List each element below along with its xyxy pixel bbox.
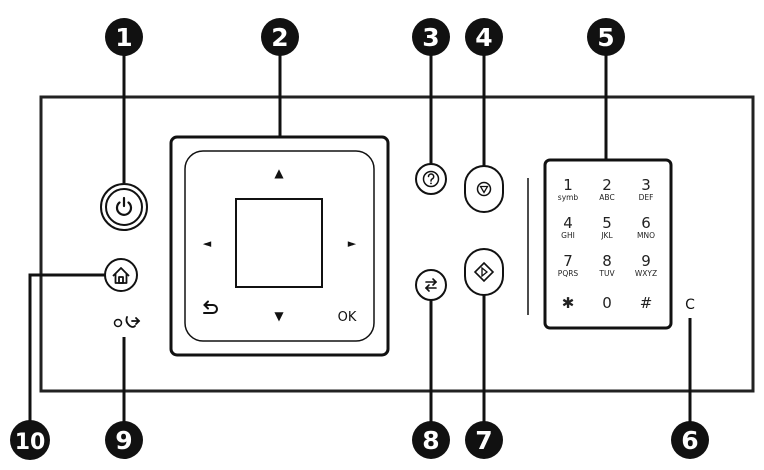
- keypad-key-11[interactable]: 0: [602, 294, 612, 312]
- keypad-key-number: 0: [602, 294, 612, 312]
- keypad-key-number: 5: [602, 214, 612, 232]
- callout-number: 3: [422, 23, 439, 52]
- home-button[interactable]: [104, 258, 138, 292]
- callout-badge-1: 1: [105, 18, 143, 56]
- stop-button[interactable]: [464, 165, 504, 213]
- start-icon: [473, 261, 495, 283]
- keypad-key-letters: JKL: [600, 231, 613, 240]
- callout-badge-9: 9: [105, 421, 143, 459]
- numeric-keypad: 1symb2ABC3DEF4GHI5JKL6MNO7PQRS8TUV9WXYZ✱…: [543, 158, 673, 330]
- callout-number: 8: [422, 426, 439, 455]
- home-icon: [112, 267, 130, 284]
- callout-badge-7: 7: [465, 421, 503, 459]
- keypad-key-number: 1: [563, 176, 573, 194]
- keypad-key-number: 6: [641, 214, 651, 232]
- keypad-key-letters: PQRS: [558, 269, 579, 278]
- callout-number: 4: [475, 23, 492, 52]
- clear-button[interactable]: C: [685, 297, 695, 313]
- start-button[interactable]: [464, 248, 504, 296]
- callout-badge-4: 4: [465, 18, 503, 56]
- left-button[interactable]: ◄: [203, 237, 212, 250]
- callout-line-10: [28, 273, 105, 422]
- panel-outline: [39, 95, 755, 393]
- keypad-key-letters: symb: [558, 193, 579, 202]
- keypad-key-number: 4: [563, 214, 573, 232]
- help-icon: [422, 170, 440, 188]
- back-icon: [203, 300, 218, 314]
- fax-icon: [125, 316, 141, 328]
- help-button[interactable]: [415, 163, 447, 195]
- keypad-key-letters: MNO: [637, 231, 655, 240]
- keypad-key-12[interactable]: #: [640, 294, 653, 312]
- callout-number: 7: [475, 426, 492, 455]
- back-button[interactable]: [203, 300, 218, 314]
- keypad-key-number: 2: [602, 176, 612, 194]
- keypad-key-number: 9: [641, 252, 651, 270]
- callout-number: 9: [115, 426, 132, 455]
- up-button[interactable]: ▲: [274, 166, 284, 180]
- keypad-key-letters: ABC: [599, 193, 614, 202]
- callout-number: 2: [271, 23, 288, 52]
- down-button[interactable]: ▼: [274, 309, 284, 323]
- callout-number: 10: [15, 430, 46, 455]
- right-button[interactable]: ►: [348, 237, 357, 250]
- callout-badge-8: 8: [412, 421, 450, 459]
- keypad-key-number: 7: [563, 252, 573, 270]
- callout-number: 6: [681, 426, 698, 455]
- keypad-key-number: ✱: [562, 294, 575, 312]
- keypad-key-number: 3: [641, 176, 651, 194]
- power-icon: [115, 196, 133, 216]
- keypad-key-10[interactable]: ✱: [562, 294, 575, 312]
- power-button[interactable]: [100, 183, 148, 231]
- keypad-key-letters: TUV: [598, 269, 615, 278]
- indicator-led: [113, 318, 123, 328]
- callout-badge-3: 3: [412, 18, 450, 56]
- callout-badge-5: 5: [587, 18, 625, 56]
- switch-icon: [424, 278, 438, 292]
- callout-badge-10: 10: [10, 420, 50, 460]
- callout-number: 5: [597, 23, 614, 52]
- keypad-key-letters: GHI: [561, 231, 575, 240]
- switch-button[interactable]: [415, 269, 447, 301]
- callout-badge-6: 6: [671, 421, 709, 459]
- callout-number: 1: [115, 23, 132, 52]
- keypad-key-number: 8: [602, 252, 612, 270]
- keypad-key-letters: WXYZ: [635, 269, 657, 278]
- keypad-key-number: #: [640, 294, 653, 312]
- fax-indicator-light: [113, 316, 141, 328]
- ok-button[interactable]: OK: [338, 310, 357, 325]
- lcd-display-area: ▲ ▼ ◄ ► OK: [169, 135, 390, 357]
- callout-badge-2: 2: [261, 18, 299, 56]
- lcd-screen: [235, 198, 323, 288]
- keypad-key-letters: DEF: [639, 193, 654, 202]
- stop-icon: [476, 181, 492, 197]
